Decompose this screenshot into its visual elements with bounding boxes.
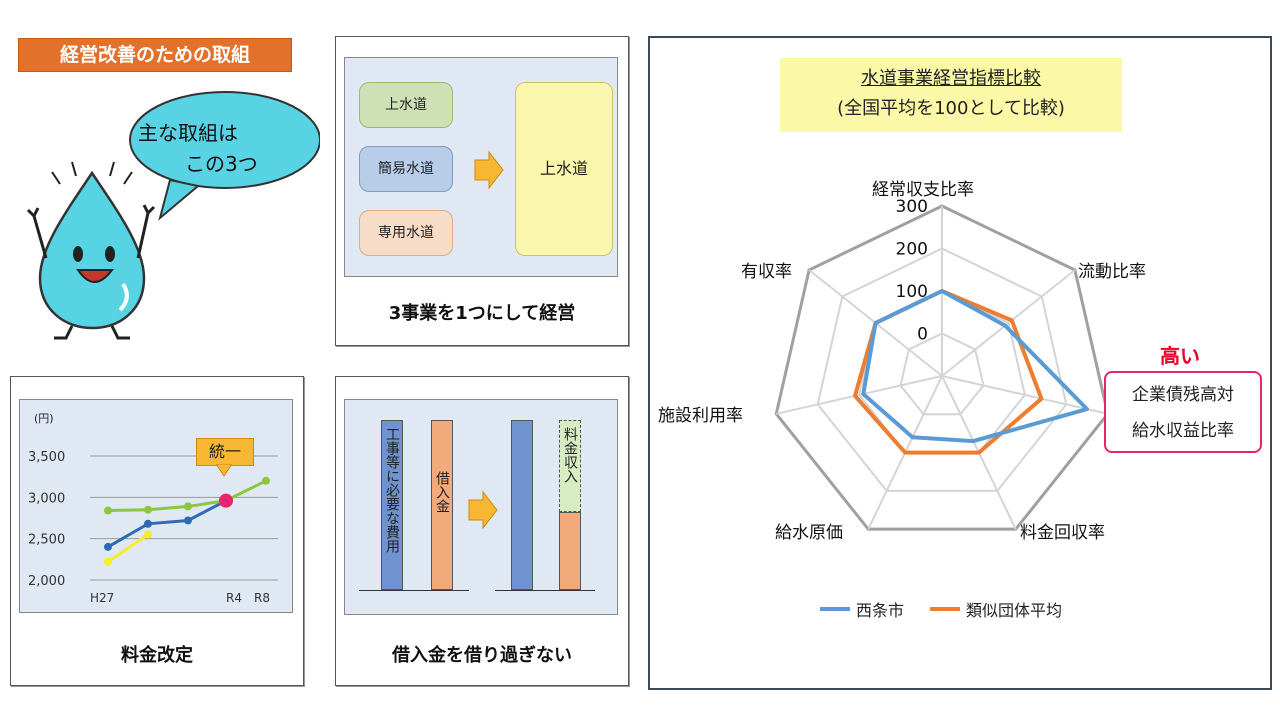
legend-label-saijo: 西条市 [856,601,905,620]
simple-water-box: 簡易水道 [359,146,453,192]
rate-x-tick: R8 [254,591,270,605]
legend-label-similar: 類似団体平均 [966,601,1063,620]
right-arrow-icon [474,150,504,190]
rate-series-point [104,506,112,515]
right-arrow-icon-2 [468,490,498,530]
legend-swatch-similar [930,607,961,611]
high-label: 高い [1160,344,1200,368]
rate-series-point [104,542,112,551]
speech-bubble [129,91,320,189]
mascot-highlight [118,282,129,312]
highlight-box: 企業債残高対 給水収益比率 [1104,371,1262,453]
rate-y-tick: 3,500 [28,450,65,465]
mascot-right-eye [105,246,115,262]
mascot-mouth [76,269,115,283]
radar-grid-ring [774,204,1110,531]
axis-label-recovery-rate: 料金回収率 [1020,523,1105,543]
cost-bar: 工事等に必要な費用 [381,420,403,590]
radar-subtitle: (全国平均を100として比較) [837,98,1065,119]
speech-line-1: 主な取組は [138,121,238,145]
highlight-line-1: 企業債残高対 [1132,385,1234,405]
borrow-caption: 借入金を借り過ぎない [392,645,572,666]
baseline-right [495,590,595,591]
rate-y-tick: 2,500 [28,533,65,548]
speech-line-2: この3つ [185,152,258,176]
water-supply-box: 上水道 [359,82,453,128]
axis-label-supply-cost: 給水原価 [775,523,843,543]
radar-spoke [776,375,943,415]
rate-series-point [144,519,152,528]
speech-bubble-tail [158,178,201,221]
loan-bar-after [559,512,581,590]
unify-badge: 統一 [196,438,254,466]
loan-bar: 借入金 [431,420,453,590]
mascot-left-eye [73,246,83,262]
private-water-box: 専用水道 [359,210,453,256]
rate-series-point [262,476,270,485]
legend-swatch-saijo [820,607,850,611]
mascot-legs [54,325,130,340]
axis-label-recurring-ratio: 経常収支比率 [872,180,974,200]
rate-series-point [144,530,152,539]
rate-series-point [184,502,192,511]
rate-caption: 料金改定 [121,645,193,666]
radar-grid-ring [899,332,985,416]
merge-panel: 上水道 簡易水道 専用水道 上水道 3事業を1つにして経営 [335,36,629,346]
rate-y-tick: 2,000 [28,574,65,589]
mascot-illustration [26,91,320,340]
down-arrow-icon [216,464,232,476]
joy-lines [51,161,133,185]
radar-title: 水道事業経営指標比較 [861,68,1041,89]
revenue-bar: 料金収入 [559,420,581,512]
rate-y-tick: 3,000 [28,491,65,506]
radar-r-tick: 100 [896,282,928,302]
mascot-right-arm [136,204,156,259]
merge-caption: 3事業を1つにして経営 [388,303,576,324]
radar-legend: 西条市 類似団体平均 [820,597,1062,621]
water-drop-body [38,170,146,330]
rate-unit-label: (円) [34,412,54,425]
rate-series-point [184,516,192,525]
axis-label-revenue-rate: 有収率 [741,262,792,282]
radar-spoke [941,269,1076,377]
borrow-panel: 工事等に必要な費用 借入金 料金収入 借入金を借り過ぎない [335,376,629,686]
cost-bar-after [511,420,533,590]
baseline-left [359,590,469,591]
radar-r-tick: 300 [896,197,928,217]
mascot-left-arm [26,207,48,259]
highlight-line-2: 給水収益比率 [1132,421,1234,441]
rate-series-line [107,499,227,549]
rate-x-tick: H27 [90,591,114,605]
radar-spoke [941,375,1108,415]
radar-grid-ring [816,247,1068,492]
radar-series-saijo [861,289,1090,444]
section-title: 経営改善のための取組 [18,38,292,72]
rate-x-tick: R4 [226,591,242,605]
rate-series-line [107,533,149,564]
rate-series-point [104,557,112,566]
radar-title-box: 水道事業経営指標比較 (全国平均を100として比較) [780,58,1122,132]
unify-point [219,493,233,508]
merged-water-box: 上水道 [515,82,613,256]
radar-chart: 300 200 100 0 [774,197,1110,531]
axis-label-utilization: 施設利用率 [658,406,743,426]
radar-panel [648,36,1272,690]
borrow-inner: 工事等に必要な費用 借入金 料金収入 [344,399,618,615]
merge-inner: 上水道 簡易水道 専用水道 上水道 [344,57,618,277]
rate-series-point [144,505,152,514]
radar-r-tick: 200 [896,240,928,260]
radar-r-tick: 0 [917,325,928,345]
axis-label-current-ratio: 流動比率 [1078,262,1146,282]
